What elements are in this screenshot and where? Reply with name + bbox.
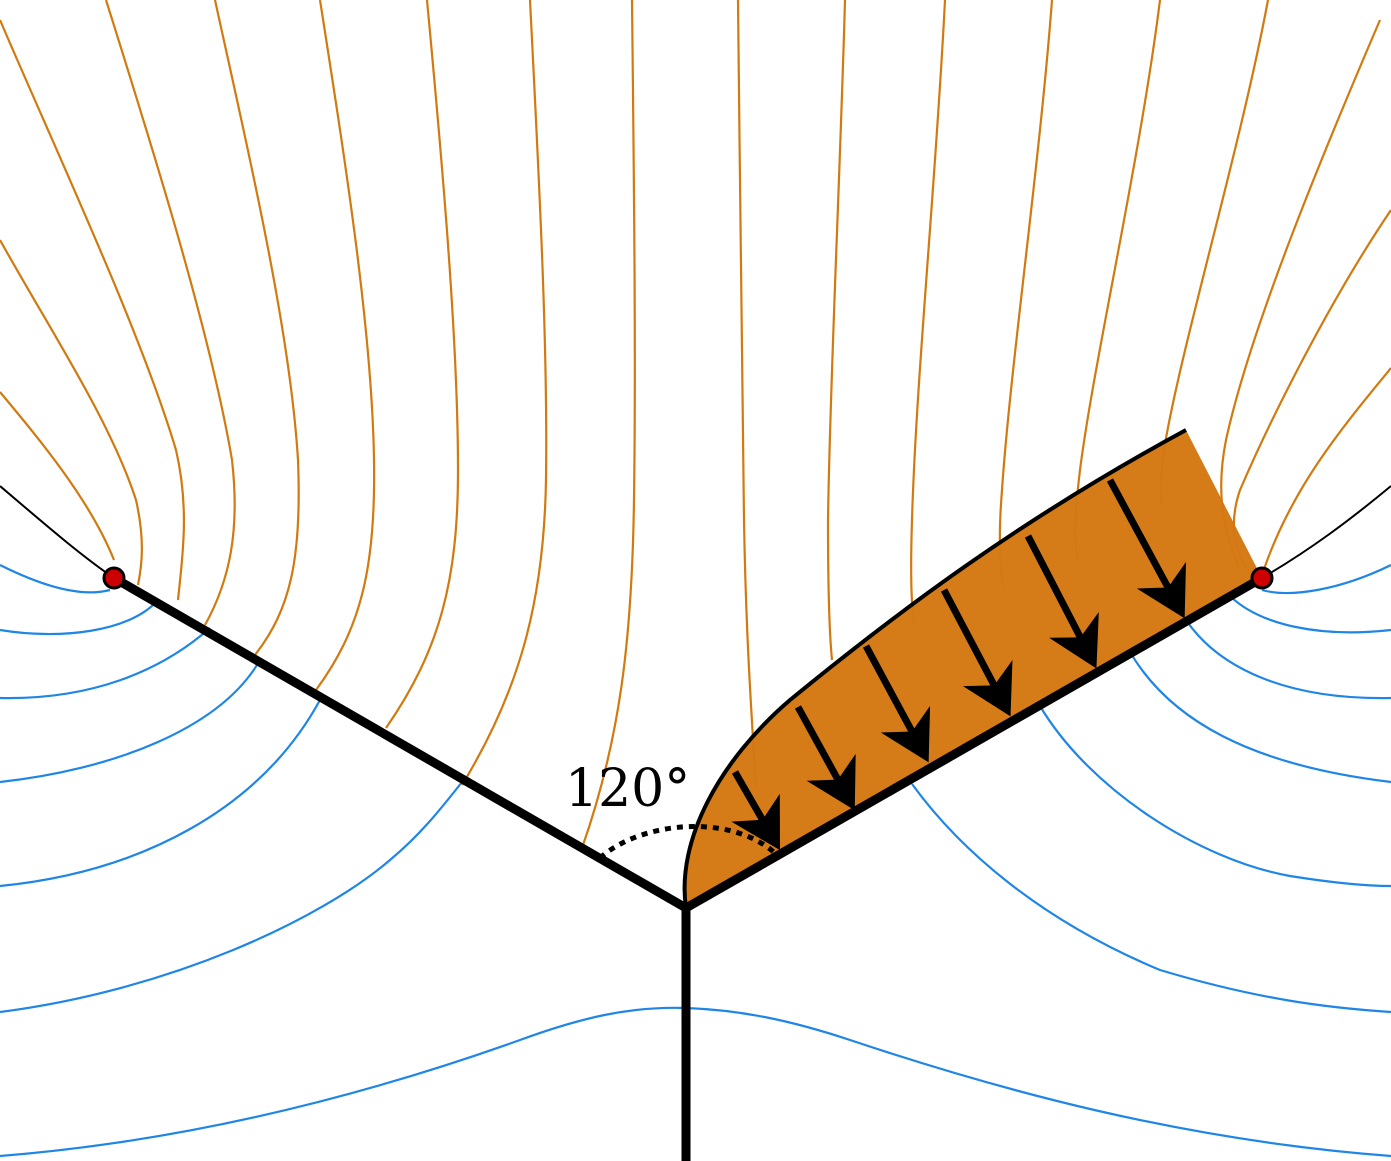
angle-label: 120° [565,759,690,819]
tip-left [102,566,126,590]
blue-line [0,564,111,594]
separatrix-left [0,485,115,579]
blue-line [1229,595,1391,634]
branch-left [111,574,689,912]
blue-line [0,1006,687,1158]
blue-line [0,699,321,888]
orange-line [736,0,758,789]
arrow [862,644,931,763]
blue-line [1039,705,1391,888]
tip-right [1250,566,1274,590]
blue-line [911,783,1391,1014]
arrow [731,770,780,851]
blue-line [0,781,463,1014]
shaded-region-outline [682,428,1187,909]
blue-line [0,627,211,700]
arrows [731,478,1187,851]
separatrix-lines [0,485,1391,579]
orange-line [104,0,236,626]
orange-field-lines [0,0,1391,849]
arrow [1106,478,1187,619]
arrow [1024,534,1099,669]
arrow [794,705,856,811]
blue-line [1129,651,1391,784]
orange-line [0,239,143,586]
orange-line [461,0,548,786]
orange-line [910,0,947,626]
orange-line [826,0,847,661]
orange-line [0,19,185,601]
blue-line [0,659,261,784]
tip-markers [102,566,1274,590]
orange-line [385,0,460,729]
branches [111,574,1265,1161]
branch-right [683,574,1265,912]
blue-line [685,1006,1391,1158]
arrow [940,588,1013,717]
blue-line [1185,619,1391,700]
separatrix-right [1261,485,1391,579]
orange-line [0,391,116,561]
blue-field-lines [0,564,1391,1158]
orange-line [315,0,376,691]
orange-line [580,0,636,849]
blue-line [1261,564,1391,595]
blue-line [0,599,159,636]
orange-line [213,0,300,656]
orange-line [1260,367,1391,576]
